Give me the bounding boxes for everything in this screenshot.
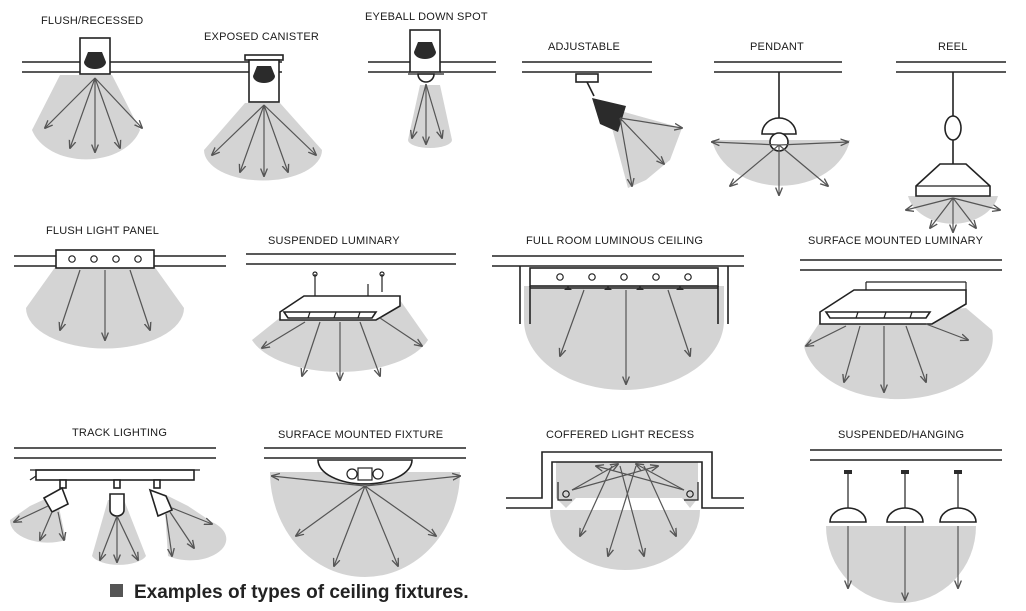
caption-bullet xyxy=(110,584,123,597)
light-arrows xyxy=(212,104,316,176)
pendant-lamp xyxy=(886,470,924,523)
fixture-suspended-luminary xyxy=(246,253,456,380)
fixture-flush-recessed xyxy=(22,37,250,160)
fixture-flush-light-panel xyxy=(14,249,226,349)
fixture-exposed-canister xyxy=(204,54,322,181)
light-arrows xyxy=(272,476,460,566)
light-arrows xyxy=(262,317,422,380)
fixture-full-room-luminous-ceiling xyxy=(492,255,744,390)
light-arrows xyxy=(14,505,212,562)
light-arrows xyxy=(571,464,685,556)
label-suspended-hanging: SUSPENDED/HANGING xyxy=(838,429,964,441)
label-eyeball-down-spot: EYEBALL DOWN SPOT xyxy=(365,11,488,23)
label-full-room-luminous-ceiling: FULL ROOM LUMINOUS CEILING xyxy=(526,235,703,247)
light-arrows xyxy=(560,289,690,384)
label-surface-mounted-fixture: SURFACE MOUNTED FIXTURE xyxy=(278,429,443,441)
light-arrows xyxy=(848,526,958,600)
fixture-surface-mounted-fixture xyxy=(264,447,466,577)
fixture-eyeball-down-spot xyxy=(368,29,496,148)
caption: Examples of types of ceiling fixtures. xyxy=(134,582,469,603)
light-arrows xyxy=(412,83,442,144)
label-reel: REEL xyxy=(938,41,968,53)
label-flush-recessed: FLUSH/RECESSED xyxy=(41,15,143,27)
label-adjustable: ADJUSTABLE xyxy=(548,41,620,53)
fixture-reel xyxy=(896,61,1006,232)
fixture-pendant xyxy=(712,61,850,195)
light-arrows xyxy=(906,197,1000,232)
label-suspended-luminary: SUSPENDED LUMINARY xyxy=(268,235,400,247)
fixture-track-lighting xyxy=(9,447,227,565)
light-arrows xyxy=(806,323,968,392)
label-pendant: PENDANT xyxy=(750,41,804,53)
pendant-lamp xyxy=(829,470,867,523)
label-exposed-canister: EXPOSED CANISTER xyxy=(204,31,319,43)
label-flush-light-panel: FLUSH LIGHT PANEL xyxy=(46,225,159,237)
label-coffered-light-recess: COFFERED LIGHT RECESS xyxy=(546,429,694,441)
fixture-adjustable xyxy=(522,61,682,188)
pendant-lamp xyxy=(939,470,977,523)
light-arrows xyxy=(712,142,848,195)
light-arrows xyxy=(619,117,682,186)
fixture-coffered-light-recess xyxy=(506,451,744,570)
light-arrows xyxy=(45,77,142,152)
light-arrows xyxy=(60,269,150,340)
fixture-surface-mounted-luminary xyxy=(800,259,1002,400)
label-surface-mounted-luminary: SURFACE MOUNTED LUMINARY xyxy=(808,235,984,247)
label-track-lighting: TRACK LIGHTING xyxy=(72,427,167,439)
fixture-suspended-hanging xyxy=(810,449,1002,604)
